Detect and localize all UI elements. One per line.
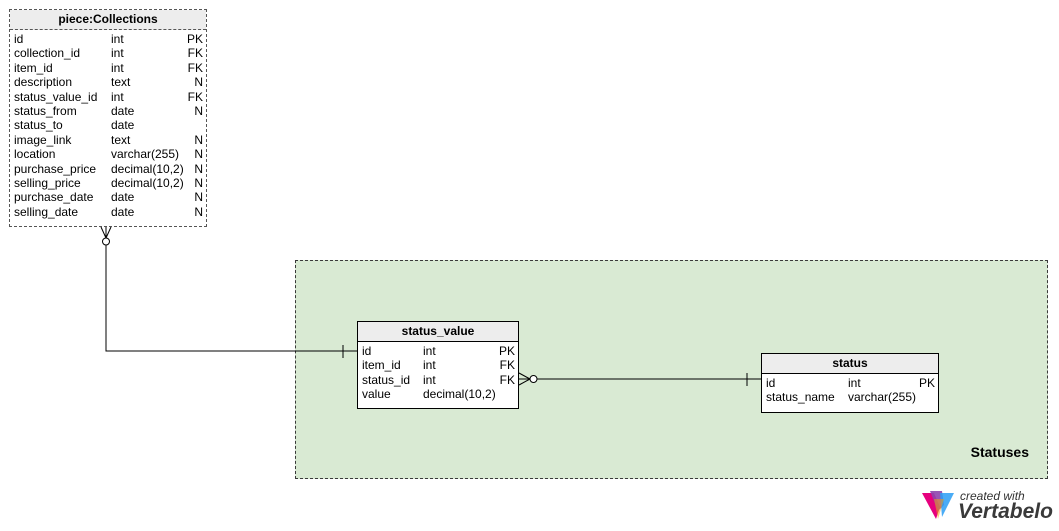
column-key: N: [194, 132, 203, 147]
entity-columns: id int PK status_name varchar(255): [762, 374, 938, 405]
column-type: varchar(255): [848, 390, 917, 405]
entity-column-row[interactable]: purchase_date date N: [10, 190, 206, 204]
entity-column-row[interactable]: id int PK: [358, 344, 518, 358]
column-type: date: [111, 118, 135, 133]
column-key: N: [194, 190, 203, 205]
entity-status[interactable]: status id int PK status_name varchar(255): [761, 353, 939, 413]
entity-column-row[interactable]: location varchar(255) N: [10, 147, 206, 161]
column-type: text: [111, 132, 131, 147]
subject-area-label: Statuses: [970, 444, 1029, 460]
column-key: PK: [918, 376, 935, 390]
column-name: status_id: [362, 372, 411, 387]
column-name: selling_price: [14, 175, 81, 190]
column-key: FK: [499, 372, 515, 387]
entity-column-row[interactable]: status_value_id int FK: [10, 90, 206, 104]
column-type: date: [111, 204, 135, 219]
entity-column-row[interactable]: description text N: [10, 75, 206, 89]
column-type: int: [423, 358, 436, 373]
column-type: decimal(10,2): [111, 175, 184, 190]
entity-column-row[interactable]: selling_price decimal(10,2) N: [10, 176, 206, 190]
column-type: date: [111, 103, 135, 118]
entity-column-row[interactable]: status_to date: [10, 118, 206, 132]
vertabelo-logo-icon: [922, 491, 954, 519]
entity-column-row[interactable]: image_link text N: [10, 133, 206, 147]
logo-tagline: created with: [960, 489, 1025, 503]
column-key: PK: [186, 32, 203, 46]
column-name: selling_date: [14, 204, 79, 219]
crowfoot-right-prong: [105, 226, 112, 239]
crowfoot-left-prong: [100, 226, 107, 239]
entity-column-row[interactable]: item_id int FK: [358, 358, 518, 372]
entity-column-row[interactable]: collection_id int FK: [10, 46, 206, 60]
column-key: FK: [187, 89, 203, 104]
column-key: FK: [499, 358, 515, 373]
column-type: int: [423, 372, 436, 387]
column-type: decimal(10,2): [423, 387, 496, 402]
column-name: purchase_date: [14, 190, 94, 205]
column-name: location: [14, 147, 56, 162]
entity-column-row[interactable]: selling_date date N: [10, 205, 206, 219]
column-name: status_name: [766, 390, 835, 405]
column-key: N: [194, 204, 203, 219]
logo-brand: Vertabelo: [958, 500, 1053, 523]
column-type: varchar(255): [111, 147, 180, 162]
column-name: status_to: [14, 118, 63, 133]
column-key: N: [194, 75, 203, 90]
column-name: id: [362, 344, 372, 358]
column-name: purchase_price: [14, 161, 97, 176]
column-key: N: [194, 103, 203, 118]
column-type: int: [848, 376, 861, 390]
entity-column-row[interactable]: purchase_price decimal(10,2) N: [10, 162, 206, 176]
entity-column-row[interactable]: status_name varchar(255): [762, 390, 938, 404]
column-name: collection_id: [14, 46, 81, 61]
column-name: id: [14, 32, 24, 46]
entity-title: status_value: [358, 322, 518, 342]
logo-shard-orange: [934, 499, 944, 519]
column-key: FK: [187, 60, 203, 75]
entity-column-row[interactable]: status_from date N: [10, 104, 206, 118]
column-key: PK: [498, 344, 515, 358]
column-name: id: [766, 376, 776, 390]
column-type: text: [111, 75, 131, 90]
column-name: value: [362, 387, 391, 402]
column-key: N: [194, 175, 203, 190]
entity-title: piece:Collections: [10, 10, 206, 30]
entity-column-row[interactable]: item_id int FK: [10, 61, 206, 75]
column-name: image_link: [14, 132, 72, 147]
entity-column-row[interactable]: id int PK: [10, 32, 206, 46]
column-key: N: [194, 161, 203, 176]
column-type: decimal(10,2): [111, 161, 184, 176]
column-name: status_value_id: [14, 89, 98, 104]
entity-column-row[interactable]: value decimal(10,2): [358, 387, 518, 401]
column-type: int: [111, 32, 124, 46]
entity-column-row[interactable]: status_id int FK: [358, 373, 518, 387]
column-type: int: [111, 60, 124, 75]
column-type: int: [111, 89, 124, 104]
column-name: item_id: [362, 358, 401, 373]
column-name: status_from: [14, 103, 77, 118]
entity-title: status: [762, 354, 938, 374]
column-key: FK: [187, 46, 203, 61]
optional-circle: [102, 237, 110, 246]
entity-column-row[interactable]: id int PK: [762, 376, 938, 390]
column-type: int: [111, 46, 124, 61]
vertabelo-logo[interactable]: created with Vertabelo: [920, 488, 1053, 524]
column-key: N: [194, 147, 203, 162]
column-name: description: [14, 75, 73, 90]
column-name: item_id: [14, 60, 53, 75]
column-type: date: [111, 190, 135, 205]
column-type: int: [423, 344, 436, 358]
